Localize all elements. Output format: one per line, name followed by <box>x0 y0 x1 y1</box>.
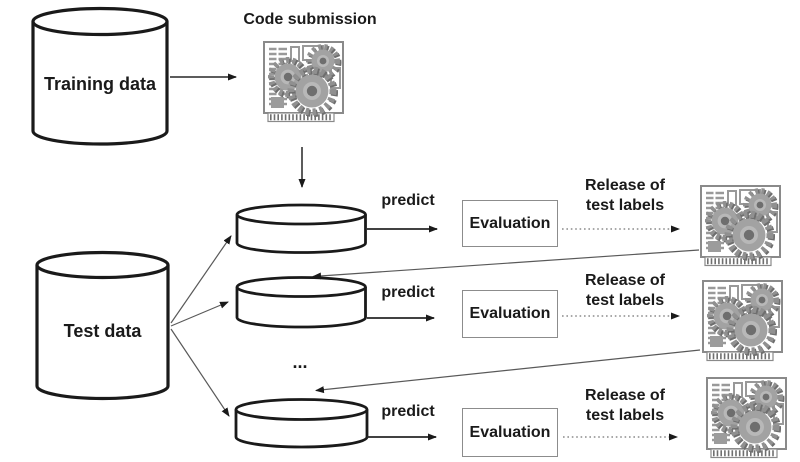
release-label-3: Release of test labels <box>567 386 683 426</box>
predict-label-1: predict <box>381 192 435 209</box>
test-data-cylinder <box>35 250 170 401</box>
evaluation-box-3: Evaluation <box>462 408 558 457</box>
arrow-release-to-subset-3 <box>315 349 701 394</box>
evaluation-label-2: Evaluation <box>469 305 551 322</box>
arrow-release-to-subset-2 <box>312 249 700 280</box>
training-data-label: Training data <box>43 74 157 94</box>
evaluation-box-2: Evaluation <box>462 290 558 338</box>
release-label-2-line2: test labels <box>585 292 665 309</box>
release-label-2-line1: Release of <box>584 272 666 289</box>
test-subset-cylinder-1 <box>235 203 367 254</box>
release-label-3-line2: test labels <box>585 407 665 424</box>
evaluation-label-3: Evaluation <box>469 423 551 441</box>
training-data-cylinder <box>31 6 169 146</box>
test-subset-cylinder-2 <box>235 276 367 329</box>
released-code-chip-gears-icon-2 <box>703 281 782 361</box>
code-submission-chip-gears-icon <box>264 42 343 122</box>
code-submission-label: Code submission <box>243 11 377 28</box>
released-code-chip-gears-icon-3 <box>707 378 786 458</box>
predict-label-2: predict <box>381 284 435 301</box>
release-label-3-line1: Release of <box>584 387 666 404</box>
release-label-2: Release of test labels <box>567 271 683 311</box>
release-label-1-line2: test labels <box>585 197 665 214</box>
release-label-1-line1: Release of <box>584 177 666 194</box>
arrow-test-to-subset-2 <box>170 301 229 327</box>
evaluation-label-1: Evaluation <box>469 214 551 232</box>
predict-label-3: predict <box>381 403 435 420</box>
released-code-chip-gears-icon-1 <box>701 186 780 266</box>
test-data-label: Test data <box>63 321 142 341</box>
ellipsis-label: ... <box>292 352 308 372</box>
test-subset-cylinder-3 <box>234 398 369 449</box>
arrow-test-to-subset-3 <box>170 328 230 417</box>
release-label-1: Release of test labels <box>567 176 683 216</box>
evaluation-box-1: Evaluation <box>462 200 558 247</box>
arrow-test-to-subset-1 <box>170 235 232 324</box>
